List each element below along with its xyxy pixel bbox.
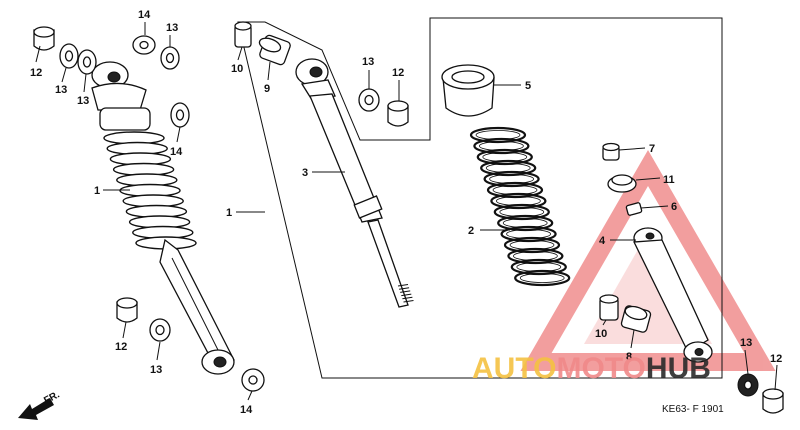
front-arrow-icon <box>18 398 54 420</box>
figure-code: KE63- F 1901 <box>662 404 724 415</box>
damper-rod <box>295 58 414 308</box>
rod-thread <box>397 284 414 303</box>
callout-13-bl: 13 <box>150 364 162 376</box>
spring-seat-ring <box>441 64 495 117</box>
callout-1-a: 1 <box>94 185 100 197</box>
watermark-text-moto: MOTO <box>556 352 645 385</box>
callout-13-br: 13 <box>740 337 752 349</box>
callout-13-mid: 13 <box>362 56 374 68</box>
callout-12-mid: 12 <box>392 67 404 79</box>
left-hardware <box>33 26 265 392</box>
callout-11: 11 <box>663 174 675 186</box>
callout-5: 5 <box>525 80 531 92</box>
callout-labels: 14 13 12 13 13 10 9 13 12 5 14 3 1 1 7 1… <box>30 9 782 416</box>
callout-13-top: 13 <box>166 22 178 34</box>
front-label: FR. <box>42 389 62 406</box>
leader-lines <box>35 22 778 401</box>
callout-8: 8 <box>626 351 632 363</box>
callout-2: 2 <box>468 225 474 237</box>
callout-14-bot: 14 <box>240 404 253 416</box>
callout-7: 7 <box>649 143 655 155</box>
callout-12-bl: 12 <box>115 341 127 353</box>
callout-3: 3 <box>302 167 308 179</box>
callout-10-bot: 10 <box>595 328 607 340</box>
callout-13-left-b: 13 <box>77 95 89 107</box>
callout-12-left: 12 <box>30 67 42 79</box>
callout-6: 6 <box>671 201 677 213</box>
callout-4: 4 <box>599 235 606 247</box>
right-small-parts <box>602 142 643 216</box>
callout-14-top: 14 <box>138 9 151 21</box>
front-direction-indicator: FR. <box>18 389 62 420</box>
callout-12-br: 12 <box>770 353 782 365</box>
callout-9: 9 <box>264 83 270 95</box>
callout-10-top: 10 <box>231 63 243 75</box>
watermark-text: AUTOMOTOHUB <box>472 352 711 385</box>
assembly-outline <box>237 17 723 379</box>
bottom-bushings <box>599 294 652 333</box>
right-shock-body <box>632 227 713 363</box>
watermark-text-hub: HUB <box>646 352 711 385</box>
top-bushings <box>234 21 291 66</box>
callout-14-mid: 14 <box>170 146 183 158</box>
callout-1-b: 1 <box>226 207 232 219</box>
watermark-text-auto: AUTO <box>472 352 556 385</box>
callout-13-left-a: 13 <box>55 84 67 96</box>
left-shock-absorber <box>91 61 235 375</box>
main-spring-coils <box>469 126 571 287</box>
